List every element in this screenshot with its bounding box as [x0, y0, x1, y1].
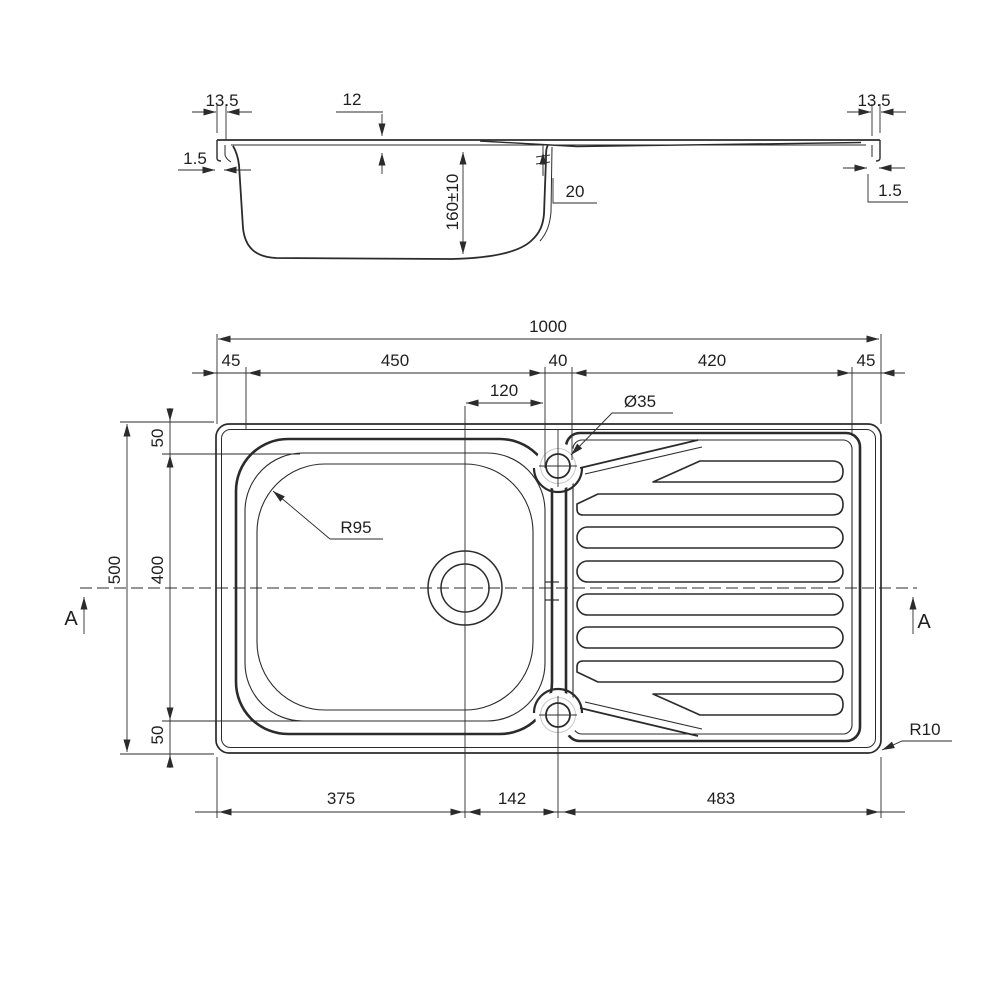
leader-corner-radius	[881, 740, 952, 751]
leader-bowl-radius	[272, 490, 383, 540]
drainer-groove	[576, 560, 844, 583]
dim-upstand: 20	[566, 182, 585, 201]
dim-margin-top: 50	[148, 429, 167, 448]
dim-seg-left: 45	[222, 351, 241, 370]
drainer-step-edge	[572, 439, 853, 735]
drainer-waist-top-outer	[579, 439, 699, 469]
bowl-profile	[232, 144, 549, 260]
section-marker-left: A	[64, 608, 78, 630]
drainer-groove	[576, 593, 844, 616]
dim-overall-depth: 500	[105, 556, 124, 584]
left-lip-inner	[224, 145, 232, 163]
dim-bowl-length: 400	[148, 556, 167, 584]
dim-seg-drainer: 420	[698, 351, 726, 370]
label-corner-radius: R10	[909, 720, 940, 739]
left-lip-profile	[216, 140, 222, 162]
bowl-pressed-edge	[234, 437, 554, 736]
dim-pos-drain: 375	[327, 789, 355, 808]
section-marker-right: A	[917, 611, 931, 633]
section-view	[216, 139, 881, 260]
bowl-bottom-edge	[256, 463, 534, 711]
dim-pos-right: 483	[707, 789, 735, 808]
label-bowl-radius: R95	[340, 518, 371, 537]
dim-sheet-left: 1.5	[183, 149, 207, 168]
bowl-wall-outer-line	[539, 146, 553, 242]
drainer-groove	[576, 493, 844, 516]
dim-margin-bottom: 50	[148, 726, 167, 745]
tap-boss-bottom	[532, 687, 584, 714]
dim-overall-width: 1000	[529, 317, 567, 336]
drainer-waist-top-inner	[584, 446, 703, 475]
dim-seg-bowl: 450	[381, 351, 409, 370]
section-dimension-texts: 13.5 12 13.5 1.5 160±10 20 1.5	[183, 90, 902, 230]
drainer-waist-bottom-inner	[584, 701, 703, 730]
plan-dimensions	[80, 334, 952, 818]
leader-tap-hole	[570, 412, 673, 456]
section-dimensions	[178, 104, 908, 254]
drainer-slope	[479, 140, 862, 148]
drainer-waist-bottom-outer	[579, 707, 699, 737]
drainer-groove	[576, 626, 844, 649]
tap-boss-top	[532, 467, 584, 494]
label-tap-hole-dia: Ø35	[624, 392, 656, 411]
plan-view	[80, 406, 917, 818]
dim-drain-offset: 120	[490, 381, 518, 400]
drainer-groove	[576, 660, 844, 683]
drainer-grooves	[576, 460, 844, 716]
drainer-pressed-edge	[564, 431, 862, 743]
dim-seg-gap: 40	[549, 351, 568, 370]
dim-sheet-right: 1.5	[878, 181, 902, 200]
bowl-opening-edge	[244, 452, 546, 722]
dim-lip-right: 13.5	[857, 91, 890, 110]
dim-seg-right: 45	[857, 351, 876, 370]
dim-lip-left: 13.5	[205, 91, 238, 110]
dim-pos-tap: 142	[498, 789, 526, 808]
plan-dimension-texts: 1000 45 450 40 420 45 120 Ø35 R95 500 50…	[64, 317, 940, 808]
right-lip-profile	[875, 140, 881, 162]
dim-rim-depth: 12	[343, 90, 362, 109]
drainer-groove	[576, 526, 844, 549]
drainer-groove	[652, 693, 844, 716]
dim-bowl-depth: 160±10	[443, 174, 462, 231]
drainer-groove	[652, 460, 844, 483]
